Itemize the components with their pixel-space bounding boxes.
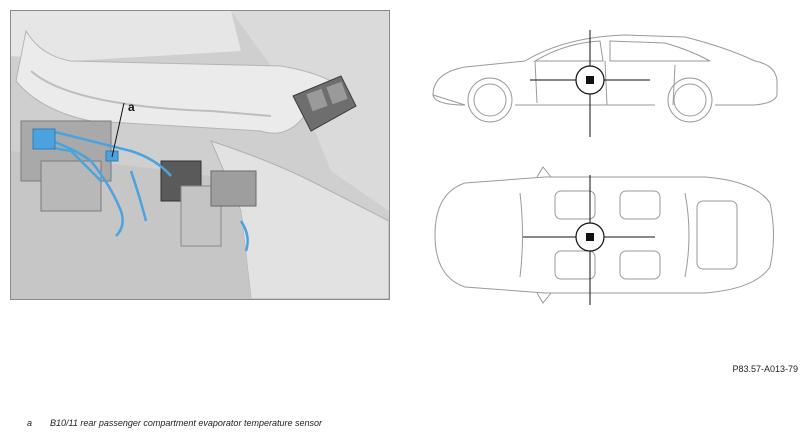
top-view-locator <box>425 163 785 308</box>
component-illustration: a <box>10 10 390 300</box>
side-view-locator <box>425 25 785 140</box>
legend-item: a B10/11 rear passenger compartment evap… <box>27 418 322 428</box>
legend-text: B10/11 rear passenger compartment evapor… <box>50 418 322 428</box>
legend-key: a <box>27 418 33 428</box>
figure-reference: P83.57-A013-79 <box>732 364 798 374</box>
callout-letter-a: a <box>128 100 135 114</box>
